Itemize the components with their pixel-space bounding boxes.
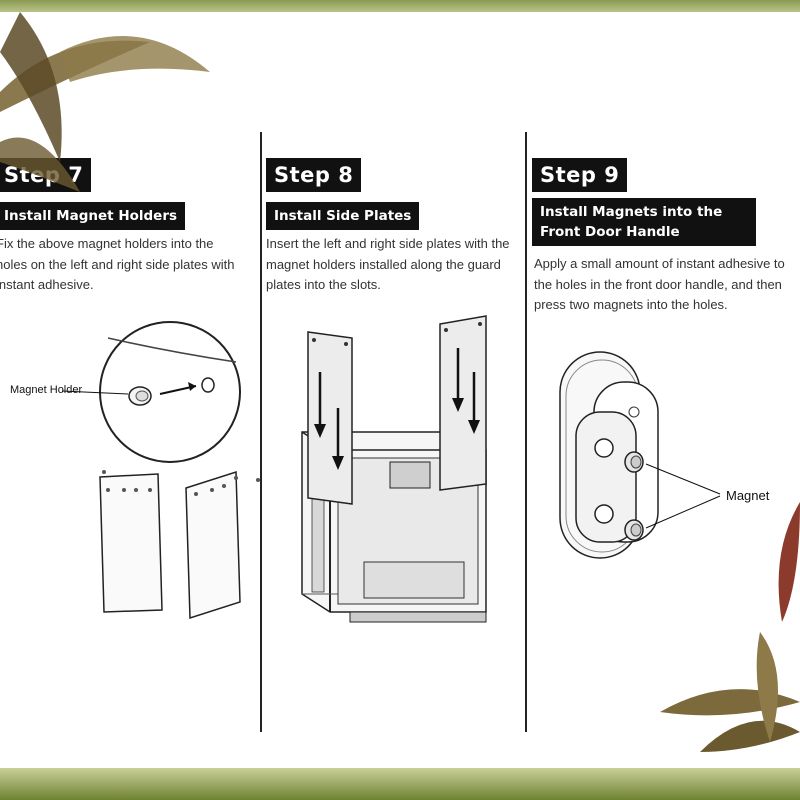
step-9-door-handle-illustration <box>559 351 721 559</box>
step-8-badge: Step 8 <box>266 158 362 192</box>
step-8-printer-illustration <box>301 315 487 623</box>
top-frame-border <box>0 0 800 12</box>
column-divider-left <box>260 132 262 732</box>
step-8-description: Insert the left and right side plates wi… <box>266 236 510 292</box>
leaf-decoration-top-left-icon <box>0 12 210 192</box>
step-9-title: Install Magnets into the Front Door Hand… <box>532 198 756 246</box>
step-7-description: Fix the above magnet holders into the ho… <box>0 236 235 292</box>
column-divider-right <box>525 132 527 732</box>
instruction-sheet: Step 7 Install Magnet Holders Fix the ab… <box>0 12 800 768</box>
step-7-title: Install Magnet Holders <box>0 202 186 230</box>
bottom-frame-border <box>0 768 800 800</box>
magnet-callout: Magnet <box>726 488 770 503</box>
magnet-holder-callout: Magnet Holder <box>10 384 83 396</box>
step-8-title: Install Side Plates <box>266 202 420 230</box>
leaf-decoration-bottom-right-icon <box>660 632 800 752</box>
red-plant-decoration-icon <box>778 502 800 622</box>
step-9-badge: Step 9 <box>532 158 628 192</box>
step-7-illustration <box>61 321 260 620</box>
step-9-description: Apply a small amount of instant adhesive… <box>534 256 785 312</box>
